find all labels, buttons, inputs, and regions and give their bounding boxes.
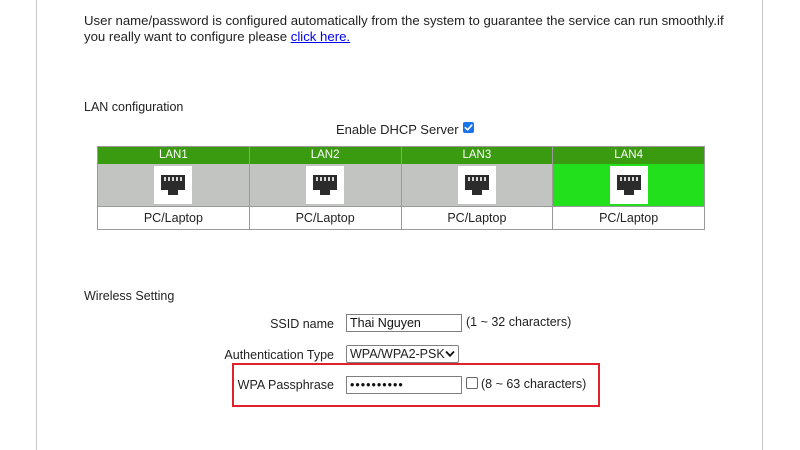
ssid-label: SSID name (270, 317, 334, 331)
lan-config-title: LAN configuration (84, 100, 184, 114)
passphrase-input[interactable]: •••••••••• (346, 376, 462, 394)
chevron-down-icon (445, 350, 455, 358)
lan-port-table: LAN1 PC/Laptop LAN2 PC/Laptop LAN3 PC/La… (97, 146, 705, 230)
passphrase-highlight-box (232, 363, 600, 407)
ssid-hint: (1 ~ 32 characters) (466, 315, 572, 329)
ethernet-port-icon (457, 166, 496, 204)
configure-link[interactable]: click here. (290, 29, 351, 44)
credentials-note-text: User name/password is configured automat… (84, 13, 724, 44)
lan-device-label: PC/Laptop (553, 206, 704, 229)
lan-device-label: PC/Laptop (401, 206, 553, 229)
lan-port-header: LAN4 (553, 147, 704, 164)
credentials-note: User name/password is configured automat… (84, 13, 744, 45)
lan-device-label: PC/Laptop (249, 206, 401, 229)
auth-type-select[interactable]: WPA/WPA2-PSK (346, 345, 459, 363)
checkmark-icon (464, 124, 473, 131)
panel-border-right (762, 0, 763, 450)
dhcp-checkbox[interactable] (462, 122, 474, 133)
panel-border-left (36, 0, 37, 450)
ethernet-port-icon (609, 166, 648, 204)
passphrase-hint: (8 ~ 63 characters) (481, 377, 587, 391)
lan-port-status (98, 164, 249, 206)
lan-port-status (249, 164, 401, 206)
passphrase-label: WPA Passphrase (237, 378, 334, 392)
show-passphrase-checkbox[interactable] (466, 377, 478, 389)
lan-port-status-active (553, 164, 704, 206)
lan-port-1: LAN1 PC/Laptop (98, 147, 250, 229)
lan-port-3: LAN3 PC/Laptop (401, 147, 554, 229)
lan-port-4: LAN4 PC/Laptop (553, 147, 704, 229)
ssid-input[interactable]: Thai Nguyen (346, 314, 462, 332)
auth-type-label: Authentication Type (224, 348, 334, 362)
lan-port-header: LAN2 (249, 147, 401, 164)
wireless-setting-title: Wireless Setting (84, 289, 175, 303)
lan-port-2: LAN2 PC/Laptop (249, 147, 402, 229)
lan-device-label: PC/Laptop (98, 206, 249, 229)
lan-port-header: LAN3 (401, 147, 553, 164)
lan-port-header: LAN1 (98, 147, 249, 164)
ethernet-port-icon (306, 166, 345, 204)
dhcp-label: Enable DHCP Server (336, 122, 459, 137)
dhcp-row: Enable DHCP Server (336, 122, 474, 137)
auth-type-value: WPA/WPA2-PSK (350, 347, 445, 361)
ethernet-port-icon (154, 166, 193, 204)
lan-port-status (401, 164, 553, 206)
